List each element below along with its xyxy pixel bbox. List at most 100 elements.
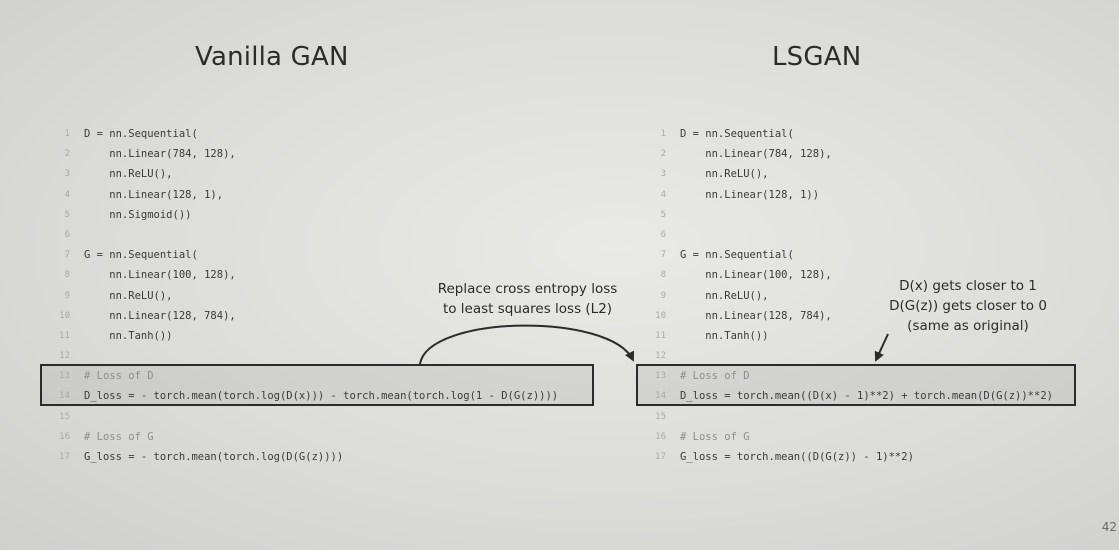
- code-text: nn.Sigmoid()): [84, 208, 192, 221]
- code-line: 13 # Loss of D: [636, 366, 1076, 386]
- line-number: 17: [655, 452, 666, 462]
- line-number: 7: [660, 250, 666, 261]
- line-number: 2: [660, 149, 666, 160]
- code-line: 14 D_loss = torch.mean((D(x) - 1)**2) + t…: [636, 386, 1076, 406]
- code-line: 8 nn.Linear(100, 128),: [636, 265, 1076, 285]
- page-number: 42: [1101, 520, 1117, 534]
- line-number: 6: [660, 229, 666, 240]
- line-number: 11: [655, 330, 666, 341]
- code-line: 2 nn.Linear(784, 128),: [636, 144, 1076, 164]
- code-line: 6: [636, 225, 1076, 245]
- code-text: nn.Linear(128, 784),: [680, 309, 832, 322]
- code-line: 6: [40, 225, 600, 245]
- code-text: nn.Linear(100, 128),: [680, 269, 832, 282]
- code-text: G = nn.Sequential(: [84, 249, 198, 262]
- code-line: 3 nn.ReLU(),: [40, 164, 600, 184]
- code-comment: # Loss of D: [680, 370, 750, 383]
- code-line: 15: [636, 407, 1076, 427]
- code-text: nn.Tanh()): [84, 329, 173, 342]
- code-text-g-loss: G_loss = torch.mean((D(G(z)) - 1)**2): [680, 451, 914, 463]
- annotation-line: D(x) gets closer to 1: [899, 278, 1037, 294]
- code-text-d-loss: D_loss = - torch.mean(torch.log(D(x))) -…: [84, 390, 559, 403]
- code-line: 13 # Loss of D: [40, 366, 600, 386]
- line-number: 10: [59, 310, 70, 321]
- line-number: 5: [660, 209, 666, 220]
- line-number: 13: [59, 371, 70, 382]
- line-number: 15: [59, 411, 70, 422]
- code-line: 11 nn.Tanh()): [636, 326, 1076, 346]
- title-vanilla-gan: Vanilla GAN: [195, 42, 349, 72]
- code-text: nn.Linear(128, 784),: [84, 309, 236, 322]
- line-number: 8: [660, 270, 666, 281]
- code-line: 5: [636, 205, 1076, 225]
- code-text-d-loss: D_loss = torch.mean((D(x) - 1)**2) + tor…: [680, 390, 1053, 403]
- code-text: nn.ReLU(),: [84, 168, 173, 181]
- annotation-d-behavior: D(x) gets closer to 1 D(G(z)) gets close…: [868, 276, 1068, 336]
- line-number: 16: [655, 431, 666, 442]
- code-line: 5 nn.Sigmoid()): [40, 205, 600, 225]
- code-text: nn.Linear(784, 128),: [84, 148, 236, 161]
- code-comment: # Loss of D: [84, 370, 154, 383]
- code-text: D = nn.Sequential(: [84, 128, 198, 140]
- code-text: nn.Linear(128, 1),: [84, 188, 224, 201]
- code-text: G = nn.Sequential(: [680, 249, 794, 262]
- line-number: 4: [64, 189, 70, 200]
- line-number: 11: [59, 330, 70, 341]
- code-line: 2 nn.Linear(784, 128),: [40, 144, 600, 164]
- code-text: nn.Tanh()): [680, 329, 769, 342]
- code-line: 3 nn.ReLU(),: [636, 164, 1076, 184]
- line-number: 1: [660, 129, 666, 139]
- code-line: 12: [40, 346, 600, 366]
- title-lsgan: LSGAN: [772, 42, 862, 72]
- code-line: 9 nn.ReLU(),: [636, 286, 1076, 306]
- code-line: 11 nn.Tanh()): [40, 326, 600, 346]
- line-number: 5: [64, 209, 70, 220]
- code-line: 8 nn.Linear(100, 128),: [40, 265, 600, 285]
- annotation-line: D(G(z)) gets closer to 0: [889, 298, 1047, 314]
- code-text-g-loss: G_loss = - torch.mean(torch.log(D(G(z)))…: [84, 451, 344, 463]
- code-text: nn.ReLU(),: [680, 289, 769, 302]
- line-number: 12: [655, 351, 666, 362]
- code-block-lsgan: 1 D = nn.Sequential( 2 nn.Linear(784, 128…: [636, 124, 1076, 467]
- line-number: 12: [59, 351, 70, 362]
- line-number: 6: [64, 229, 70, 240]
- line-number: 17: [59, 452, 70, 462]
- code-text: nn.Linear(128, 1)): [680, 188, 820, 201]
- line-number: 3: [64, 169, 70, 180]
- code-comment: # Loss of G: [84, 430, 154, 443]
- line-number: 13: [655, 371, 666, 382]
- highlight-box-vanilla-d-loss: [40, 364, 594, 406]
- code-line: 1 D = nn.Sequential(: [636, 124, 1076, 144]
- code-line: 9 nn.ReLU(),: [40, 286, 600, 306]
- line-number: 9: [660, 290, 666, 301]
- code-line: 16# Loss of G: [636, 427, 1076, 447]
- annotation-replace-loss: Replace cross entropy loss to least squa…: [420, 279, 635, 319]
- line-number: 15: [655, 411, 666, 422]
- code-line: 7 G = nn.Sequential(: [40, 245, 600, 265]
- code-line: 7 G = nn.Sequential(: [636, 245, 1076, 265]
- line-number: 7: [64, 250, 70, 261]
- code-line: 4 nn.Linear(128, 1),: [40, 185, 600, 205]
- annotation-line: Replace cross entropy loss: [437, 281, 618, 297]
- code-text: nn.ReLU(),: [680, 168, 769, 181]
- line-number: 14: [655, 391, 666, 402]
- highlight-box-lsgan-d-loss: [636, 364, 1076, 406]
- code-text: nn.Linear(100, 128),: [84, 269, 236, 282]
- line-number: 4: [660, 189, 666, 200]
- code-line: 15: [40, 407, 600, 427]
- line-number: 16: [59, 431, 70, 442]
- code-line: 4 nn.Linear(128, 1)): [636, 185, 1076, 205]
- line-number: 2: [64, 149, 70, 160]
- code-line: 17 G_loss = torch.mean((D(G(z)) - 1)**2): [636, 447, 1076, 467]
- line-number: 9: [64, 290, 70, 301]
- code-text: nn.ReLU(),: [84, 289, 173, 302]
- line-number: 8: [64, 270, 70, 281]
- code-line: 16 # Loss of G: [40, 427, 600, 447]
- annotation-line: to least squares loss (L2): [442, 301, 613, 317]
- code-text: D = nn.Sequential(: [680, 128, 794, 140]
- line-number: 3: [660, 169, 666, 180]
- code-line: 10 nn.Linear(128, 784),: [636, 306, 1076, 326]
- code-line: 12: [636, 346, 1076, 366]
